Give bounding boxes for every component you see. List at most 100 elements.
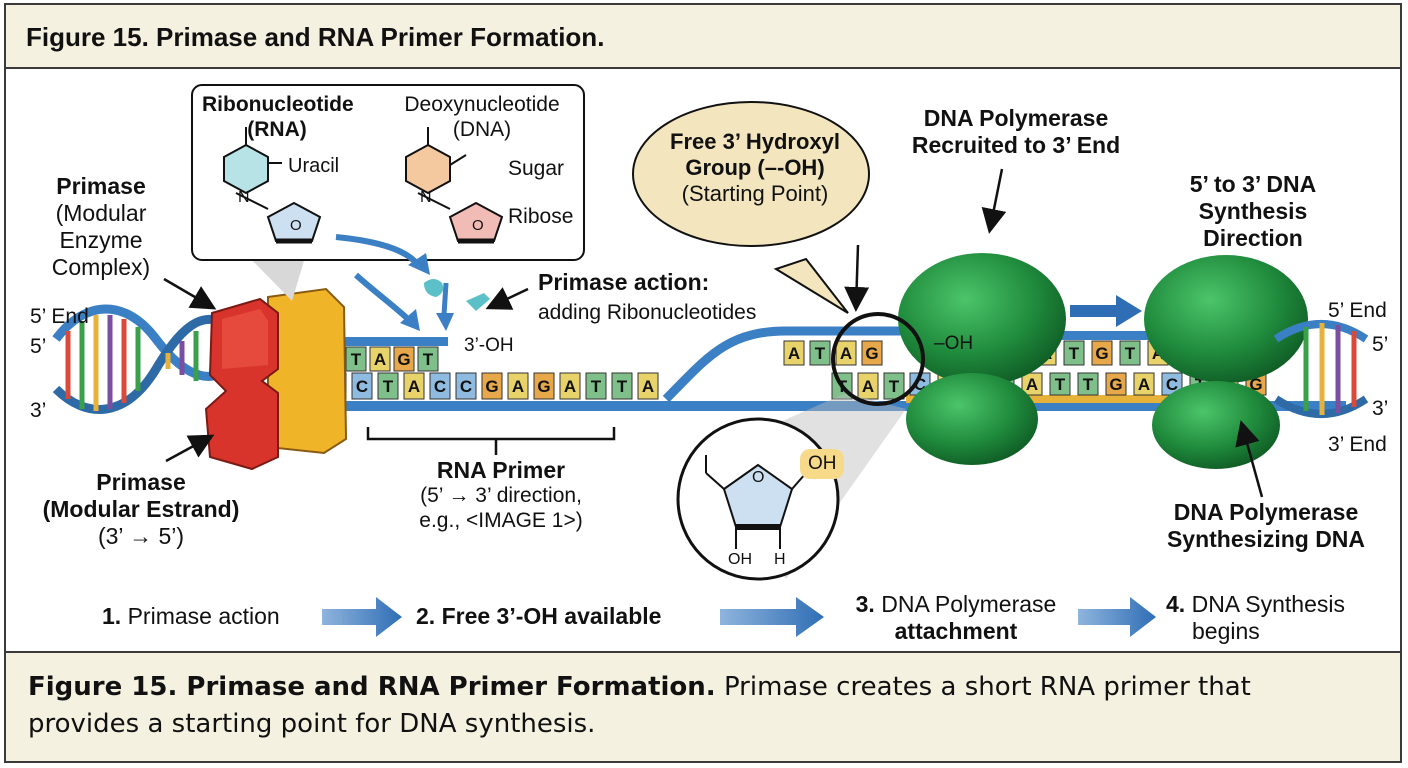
left-3: 3’ [30,399,47,422]
right-bottom-base-letter: A [1138,375,1150,394]
sugar-bottom-oh: OH [728,551,752,568]
deoxy-title: Deoxynucleotide (DNA) [392,93,572,143]
step-4: 4. DNA Synthesis begins [1166,591,1376,645]
primer-base-tile [417,346,439,372]
ribo-title-text: Ribonucleotide [202,93,354,116]
primer-base-letter: A [374,350,386,369]
template-base-letter: T [591,377,602,396]
template-base-tile [377,372,399,400]
template-base-letter: C [434,377,446,396]
caption-bar: Figure 15. Primase and RNA Primer Format… [6,651,1400,761]
primer-base-letter: T [351,350,362,369]
template-base-tile [611,372,633,400]
rna-primer-label: RNA Primer (5’ → 3’ direction, e.g., <IM… [386,457,616,534]
primase-action-title: Primase action: [538,269,710,295]
free-oh-bubble-text: Free 3’ Hydroxyl Group (–-OH) (Starting … [642,129,868,207]
middle-bottom-base-tile [883,372,905,400]
right-bottom-base-tile [1021,372,1043,396]
ribo-base-label: Uracil [288,155,340,177]
primase-bottom-line-1: Primase [96,469,186,495]
synthesis-direction-label: 5’ to 3’ DNA Synthesis Direction [1158,171,1348,252]
step-4-num: 4. [1166,591,1186,617]
sugar-bottom-h: H [774,551,786,568]
right-bottom-base-letter: A [1026,375,1038,394]
step-1: 1. Primase action [102,603,280,630]
step-1-num: 1. [102,603,122,629]
template-base-letter: G [537,377,550,396]
middle-top-base-tile [783,340,805,366]
right-bottom-base-letter: C [1166,375,1178,394]
polymerase-synth-label: DNA Polymerase Synthesizing DNA [1146,499,1386,553]
template-base-tile [559,372,581,400]
middle-bottom-base-letter: T [889,377,900,396]
left-5-end: 5’ End [30,305,89,328]
step-2-num: 2. [416,603,436,629]
right-bottom-base-letter: T [1083,375,1094,394]
step-3-num: 3. [855,591,875,617]
deoxy-title-text: Deoxynucleotide [404,93,560,116]
template-base-letter: G [485,377,498,396]
middle-top-base-letter: A [788,344,800,363]
deoxy-sub-text: (DNA) [452,117,512,141]
ribo-sub-text: (RNA) [247,117,307,141]
synthesis-direction-arrow [1070,295,1142,327]
primer-3oh-label: 3’-OH [464,335,514,356]
template-base-letter: A [408,377,420,396]
template-base-tile [455,372,477,400]
template-base-tile [481,372,503,400]
template-base-tile [533,372,555,400]
middle-top-base-letter: T [815,344,826,363]
caption-rest: Primase creates a short RNA primer that … [28,672,1251,739]
dna-polymerase-synthesizing [1144,255,1308,469]
template-base-tile [403,372,425,400]
direction-line-2: Synthesis [1198,198,1308,225]
right-5-end: 5’ End [1328,299,1387,322]
primase-action-sub: adding Ribonucleotides [538,301,757,324]
figure-frame: Figure 15. Primase and RNA Primer Format… [4,3,1402,763]
middle-top-base-tile [835,340,857,366]
primase-bottom-line-3: (3’ → 5’) [97,523,185,550]
primer-base-tile [393,346,415,372]
middle-top-base-letter: A [840,344,852,363]
template-base-letter: C [356,377,368,396]
template-base-letter: T [383,377,394,396]
magnifier-circle [831,312,925,406]
direction-line-1: 5’ to 3’ DNA [1189,171,1317,197]
new-dna-strand [906,395,1256,403]
right-top-base-tile [1091,340,1113,366]
polymerase-recruited-label: DNA Polymerase Recruited to 3’ End [886,105,1146,159]
primase-bottom-label: Primase (Modular Estrand) (3’ → 5’) [16,469,266,550]
synth-line-1: DNA Polymerase [1173,499,1359,525]
deoxy-ribose-label: Ribose [508,205,574,228]
template-base-letter: A [642,377,654,396]
template-base-tile [351,372,373,400]
rna-primer-line-2: (5’ → 3’ direction, [420,484,582,508]
sugar-oh-top: OH [808,453,837,474]
template-base-letter: T [617,377,628,396]
polymerase-oh-label: –OH [934,333,974,354]
right-top-base-tile [1119,340,1141,366]
deoxy-o: O [472,217,484,234]
pointer-arrows [163,168,1264,498]
primer-base-letter: G [397,350,410,369]
step-2-text: Free 3’-OH available [441,603,662,629]
direction-line-3: Direction [1203,225,1303,252]
right-3-end: 3’ End [1328,433,1387,456]
primer-base-tile [345,346,367,372]
deoxy-sugar-label: Sugar [508,157,565,180]
right-bottom-base-tile [1049,372,1071,396]
nucleotide-arrows [335,234,490,331]
recruited-line-2: Recruited to 3’ End [911,132,1121,159]
template-base-letter: C [460,377,472,396]
bubble-line-2: Group (–-OH) [685,154,825,180]
figure-caption: Figure 15. Primase and RNA Primer Format… [28,669,1368,743]
step-1-text: Primase action [127,603,280,629]
primase-enzyme [204,287,348,471]
step-3-extra: attachment [894,618,1018,645]
bubble-line-3: (Starting Point) [681,180,829,206]
ribo-title: Ribonucleotide (RNA) [202,93,354,143]
step-4-text: DNA Synthesis [1191,591,1345,617]
dna-polymerase-recruited [898,253,1066,465]
template-base-tile [429,372,451,400]
